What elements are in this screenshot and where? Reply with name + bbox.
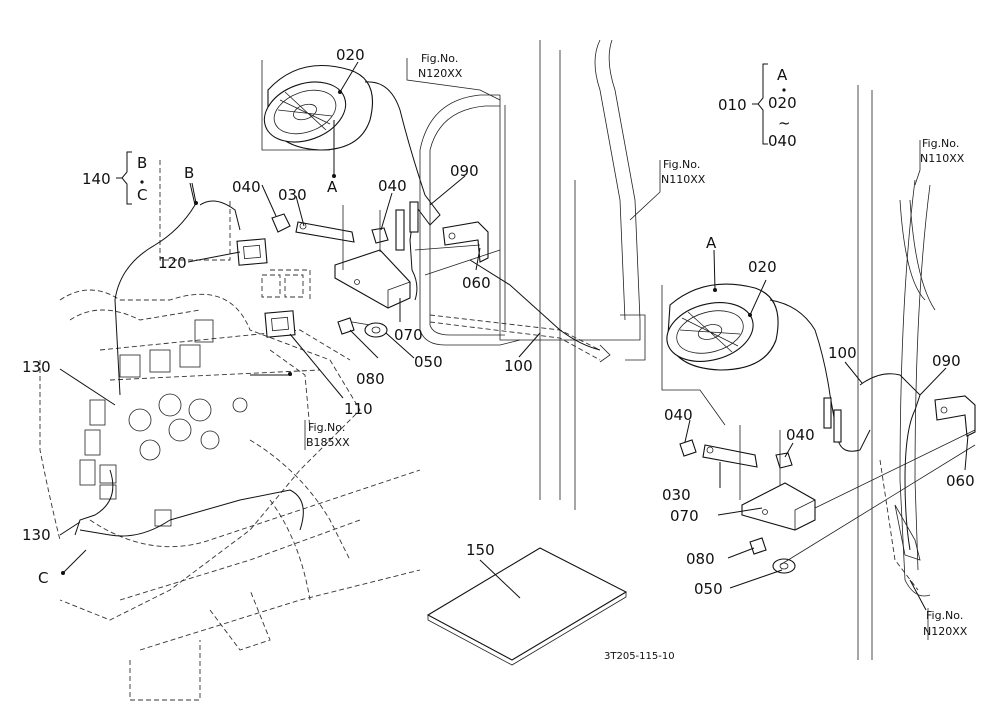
harness-wire-B — [114, 182, 241, 396]
callout-100-left: 100 — [504, 357, 533, 375]
letter-B-left: B — [184, 164, 194, 182]
work-lamp-right — [666, 283, 779, 371]
bracket-060-left — [442, 221, 489, 263]
fig-ref-5-bottom: N120XX — [923, 625, 968, 638]
rocker-switch-110 — [264, 310, 296, 338]
fig-ref-3-top: Fig.No. — [922, 137, 959, 150]
fig-ref-4-bottom: B185XX — [306, 436, 350, 449]
callout-060-left: 060 — [462, 274, 491, 292]
callout-050-right: 050 — [694, 580, 723, 598]
bolt-040-left-a — [271, 213, 291, 233]
callout-080-right: 080 — [686, 550, 715, 568]
washer-050-left — [364, 322, 388, 338]
nut-040-right-b — [775, 452, 793, 469]
lamp-cable-right — [769, 299, 871, 452]
connector-090-left — [395, 201, 419, 251]
letter-C-group: C — [137, 186, 147, 204]
letter-A-left: A — [327, 178, 338, 196]
letter-C-left: C — [38, 569, 48, 587]
letter-A-right: A — [706, 234, 717, 252]
fig-ref-5-top: Fig.No. — [926, 609, 963, 622]
callout-110: 110 — [344, 400, 373, 418]
stay-030-left — [295, 221, 355, 243]
letter-B-group: B — [137, 154, 147, 172]
washer-050-right — [772, 558, 796, 574]
callout-030-right: 030 — [662, 486, 691, 504]
group-bracket-140 — [116, 151, 132, 205]
fig-ref-2-top: Fig.No. — [663, 158, 700, 171]
bracket-070-right — [739, 425, 816, 531]
fig-ref-1-top: Fig.No. — [421, 52, 458, 65]
callout-020-left: 020 — [336, 46, 365, 64]
callout-130-a: 130 — [22, 358, 51, 376]
operator-manual-150 — [426, 547, 628, 666]
stay-030-right — [702, 444, 758, 468]
callout-100-right: 100 — [828, 344, 857, 362]
group-bracket-010 — [752, 63, 768, 145]
callout-050-left: 050 — [414, 353, 443, 371]
group-010-to: 040 — [768, 132, 797, 150]
fig-ref-3-bottom: N110XX — [920, 152, 965, 165]
callout-040-right-b: 040 — [786, 426, 815, 444]
group-010-from: 020 — [768, 94, 797, 112]
callout-070-right: 070 — [670, 507, 699, 525]
bracket-060-right — [934, 395, 976, 437]
callout-140: 140 — [82, 170, 111, 188]
work-lamp-left — [263, 64, 374, 151]
lamp-cable-left — [364, 81, 441, 301]
callout-020-right: 020 — [748, 258, 777, 276]
bolt-040-right-a — [679, 439, 697, 457]
callout-090-left: 090 — [450, 162, 479, 180]
bracket-070-left — [334, 205, 411, 309]
callout-080-left: 080 — [356, 370, 385, 388]
fig-ref-1-bottom: N120XX — [418, 67, 463, 80]
callout-150: 150 — [466, 541, 495, 559]
callout-labels: 020 A 040 030 040 090 060 070 050 080 10… — [22, 46, 975, 598]
callout-010: 010 — [718, 96, 747, 114]
figure-references: Fig.No. N120XX Fig.No. N110XX Fig.No. N1… — [306, 52, 968, 638]
callout-060-right: 060 — [946, 472, 975, 490]
callout-040-left-b: 040 — [378, 177, 407, 195]
callout-120: 120 — [158, 254, 187, 272]
rocker-switch-120 — [236, 238, 268, 266]
cab-frame-left — [419, 39, 646, 510]
callout-040-left-a: 040 — [232, 178, 261, 196]
harness-wire-130 — [74, 469, 304, 537]
callout-090-right: 090 — [932, 352, 961, 370]
group-010-tilde: ~ — [778, 114, 791, 132]
connector-090-right — [823, 397, 842, 443]
callout-030-left: 030 — [278, 186, 307, 204]
fig-ref-4-top: Fig.No. — [308, 421, 345, 434]
callout-070-left: 070 — [394, 326, 423, 344]
lamp-cable-100-left — [469, 259, 601, 351]
letter-A-group: A — [777, 66, 788, 84]
lamp-cable-100-right — [859, 373, 921, 551]
cab-post-right — [857, 85, 936, 660]
leader-lines — [59, 61, 969, 611]
dashboard-console — [39, 160, 421, 701]
callout-130-b: 130 — [22, 526, 51, 544]
leader-dots — [61, 90, 752, 575]
callout-040-right-a: 040 — [664, 406, 693, 424]
fig-ref-2-bottom: N110XX — [661, 173, 706, 186]
drawing-code: 3T205-115-10 — [604, 651, 675, 662]
bolt-080-right — [749, 537, 767, 555]
